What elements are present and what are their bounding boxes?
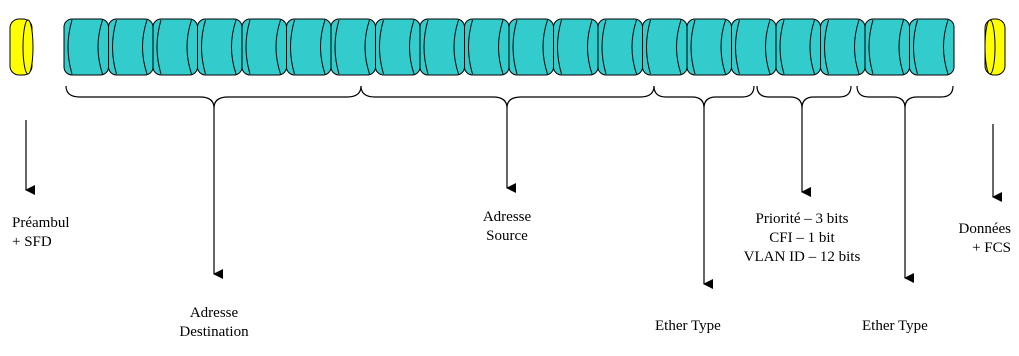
byte-cylinder <box>241 18 287 76</box>
byte-cylinder <box>419 18 465 76</box>
byte-cylinder <box>642 18 688 76</box>
ether-type-brace-1 <box>653 85 755 109</box>
ether-type-label-2: Ether Type <box>862 317 928 336</box>
byte-cylinder <box>375 18 421 76</box>
destination-label-line2: Destination <box>179 324 249 340</box>
tci-brace <box>756 85 852 109</box>
ether-type-brace-2 <box>856 85 954 109</box>
byte-cylinder <box>508 18 554 76</box>
data-fcs-label-line1: Données <box>958 221 1012 237</box>
byte-cylinder <box>330 18 376 76</box>
data-fcs-label-line2: + FCS <box>972 240 1011 256</box>
byte-cylinder <box>909 18 955 76</box>
byte-cylinder <box>464 18 510 76</box>
destination-label: Adresse Destination <box>174 304 254 342</box>
tci-label-vlan-id: VLAN ID – 12 bits <box>743 249 861 265</box>
source-label-line2: Source <box>486 228 528 244</box>
byte-cylinder <box>775 18 821 76</box>
byte-cylinder <box>286 18 332 76</box>
byte-cylinder <box>820 18 866 76</box>
data-fcs-label: Données + FCS <box>945 220 1012 258</box>
destination-label-line1: Adresse <box>189 305 239 321</box>
byte-cylinder <box>686 18 732 76</box>
tci-label: Priorité – 3 bits CFI – 1 bit VLAN ID – … <box>727 210 877 267</box>
tci-label-cfi: CFI – 1 bit <box>769 230 835 246</box>
preamble-cylinder <box>9 18 34 76</box>
tci-label-priority: Priorité – 3 bits <box>755 211 849 227</box>
byte-cylinder <box>197 18 243 76</box>
source-brace <box>360 85 655 109</box>
byte-cylinder <box>152 18 198 76</box>
preamble-label-line2: + SFD <box>12 234 52 250</box>
destination-brace <box>65 85 362 109</box>
byte-cylinder <box>597 18 643 76</box>
ether-type-label-2-text: Ether Type <box>862 318 928 334</box>
byte-cylinder <box>731 18 777 76</box>
source-label-line1: Adresse <box>482 209 532 225</box>
ether-type-label-1: Ether Type <box>655 317 721 336</box>
frame-byte-cylinders <box>63 18 955 76</box>
preamble-label-line1: Préambul <box>12 215 70 231</box>
ether-type-label-1-text: Ether Type <box>655 318 721 334</box>
preamble-label: Préambul + SFD <box>12 214 70 252</box>
byte-cylinder <box>63 18 109 76</box>
byte-cylinder <box>864 18 910 76</box>
source-label: Adresse Source <box>467 208 547 246</box>
byte-cylinder <box>553 18 599 76</box>
byte-cylinder <box>108 18 154 76</box>
data-fcs-cylinder <box>984 18 1006 76</box>
